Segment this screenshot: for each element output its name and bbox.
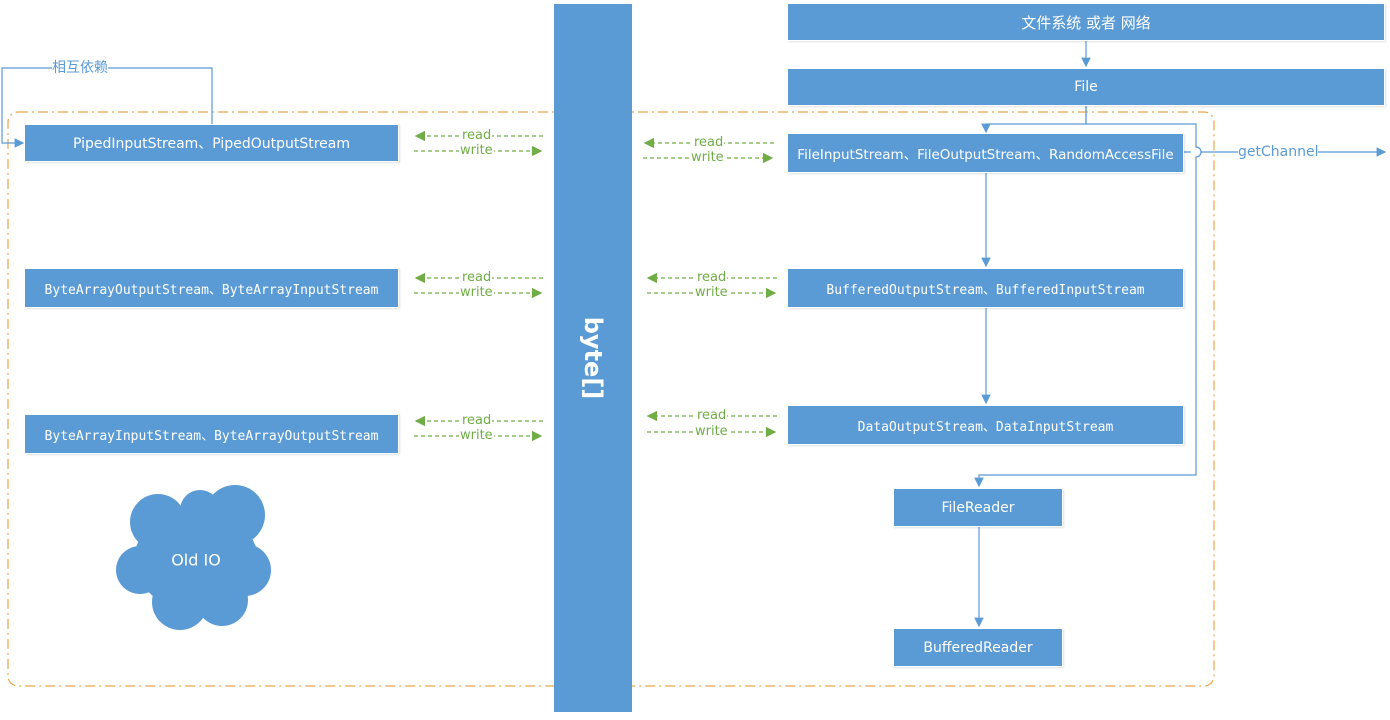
filereader-box: FileReader [893,488,1063,527]
byte-array-bar [554,4,632,712]
old-io-label: Old IO [171,550,221,570]
file-input-output-box: FileInputStream、FileOutputStream、RandomA… [787,133,1184,173]
write-label-right-2: write [694,285,729,300]
old-io-cloud [116,485,271,630]
bufferedreader-box: BufferedReader [893,628,1063,667]
file-box: File [787,68,1385,106]
mutual-dependency-label: 相互依赖 [52,60,108,76]
write-label-right-1: write [690,150,725,165]
bytearray-input-output-box: ByteArrayInputStream、ByteArrayOutputStre… [24,414,399,454]
write-label-left-3: write [459,428,494,443]
data-stream-box: DataOutputStream、DataInputStream [787,405,1184,445]
filesystem-network-box: 文件系统 或者 网络 [787,3,1385,41]
read-label-left-1: read [461,128,493,143]
bytearray-output-input-box: ByteArrayOutputStream、ByteArrayInputStre… [24,268,399,308]
read-label-left-2: read [461,270,493,285]
read-label-right-3: read [696,408,728,423]
byte-array-label: byte[] [579,316,607,400]
file-to-fileinputstream-arrow [981,106,1087,134]
read-label-right-1: read [693,135,725,150]
write-label-left-1: write [459,143,494,158]
piped-stream-box: PipedInputStream、PipedOutputStream [24,124,399,162]
file-to-filereader-arrow [974,106,1202,488]
write-label-right-3: write [694,424,729,439]
read-label-right-2: read [696,270,728,285]
write-label-left-2: write [459,285,494,300]
read-label-left-3: read [461,413,493,428]
mutual-dependency-connector [1,67,213,148]
get-channel-label: getChannel [1238,144,1319,160]
buffered-stream-box: BufferedOutputStream、BufferedInputStream [787,268,1184,308]
